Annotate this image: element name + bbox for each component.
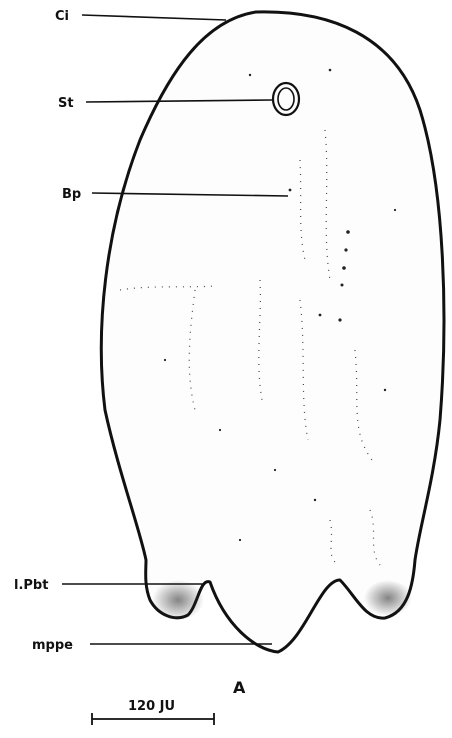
left-lobe-stipple	[152, 580, 204, 620]
label-lpbt: l.Pbt	[14, 578, 48, 593]
panel-letter: A	[233, 678, 246, 697]
scale-bar-label: 120 JU	[128, 699, 175, 714]
scale-bar	[92, 713, 214, 725]
label-bp: Bp	[62, 187, 81, 202]
label-ci: Ci	[55, 9, 69, 24]
label-st: St	[58, 96, 74, 111]
body-outline	[101, 12, 444, 652]
right-lobe-stipple	[364, 580, 412, 616]
label-mppe: mppe	[32, 638, 73, 653]
